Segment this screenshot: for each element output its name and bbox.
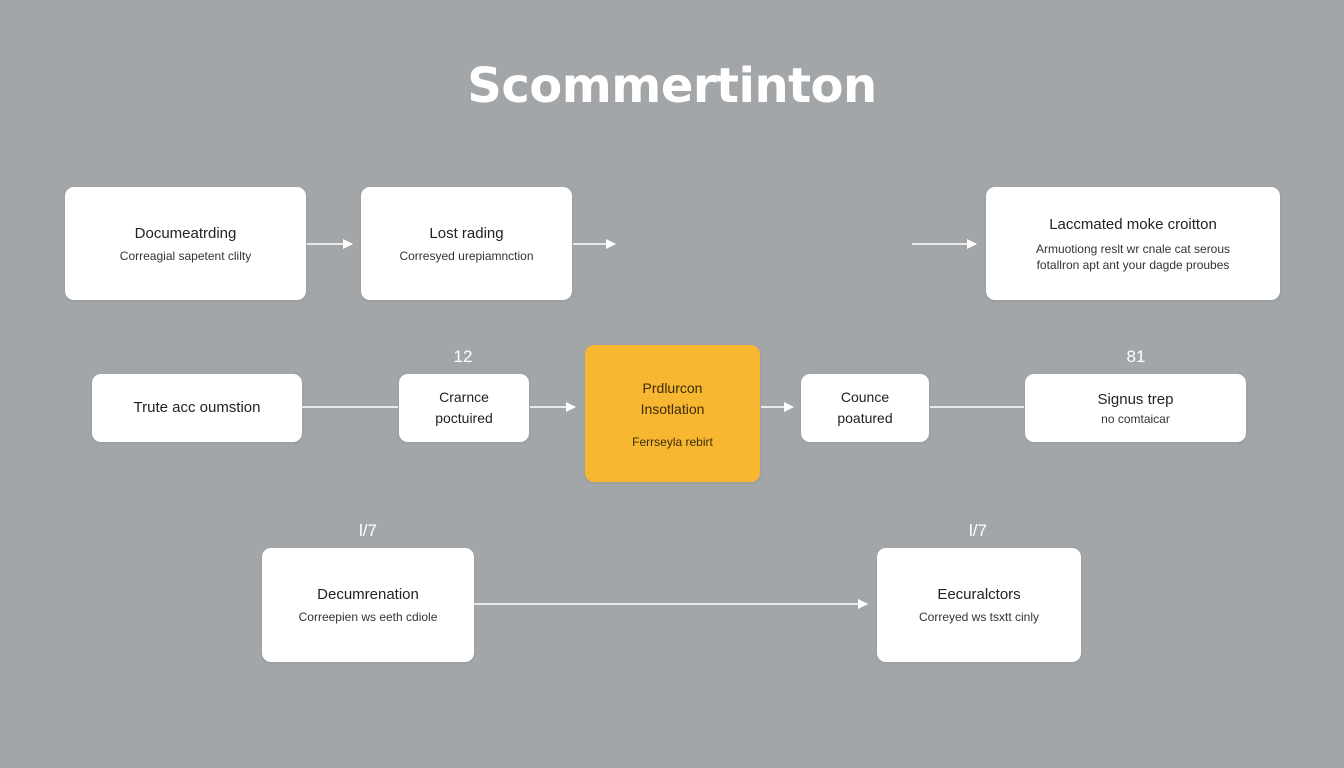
node-title: Lost rading bbox=[429, 224, 504, 242]
node-prdlurcon-insotlation-highlighted[interactable]: Prdlurcon Insotlation Ferrseyla rebirt bbox=[585, 345, 760, 482]
node-subtitle-line-1: Armuotiong reslt wr cnale cat serous bbox=[1035, 241, 1231, 256]
step-number-label: l/7 bbox=[969, 521, 987, 540]
node-title-line-1: Crarnce bbox=[439, 389, 489, 405]
node-title-line-1: Prdlurcon bbox=[642, 379, 703, 396]
node-subtitle-line-2: fotallron apt ant your dagde proubes bbox=[1036, 257, 1230, 272]
page-title: Scommertinton bbox=[467, 58, 877, 114]
node-title-line-2: poctuired bbox=[435, 410, 493, 426]
node-title-line-2: poatured bbox=[837, 410, 893, 426]
node-title-line-2: Insotlation bbox=[640, 400, 705, 417]
node-subtitle: Ferrseyla rebirt bbox=[632, 434, 713, 449]
step-number-label: l/7 bbox=[359, 521, 377, 540]
node-title: Laccmated moke croitton bbox=[1049, 215, 1217, 233]
node-laccmated-moke-croitton[interactable]: Laccmated moke croitton Armuotiong reslt… bbox=[986, 187, 1280, 300]
node-title: Trute acc oumstion bbox=[133, 399, 261, 416]
node-subtitle: Correyed ws tsxtt cinly bbox=[918, 610, 1040, 624]
node-decumrenation[interactable]: Decumrenation Correepien ws eeth cdiole bbox=[262, 548, 474, 662]
node-title: Eecuralctors bbox=[937, 586, 1021, 603]
node-eecuralctors[interactable]: Eecuralctors Correyed ws tsxtt cinly bbox=[877, 548, 1081, 662]
node-subtitle: Correagial sapetent clilty bbox=[119, 248, 252, 263]
node-documeatrding[interactable]: Documeatrding Correagial sapetent clilty bbox=[65, 187, 306, 300]
node-title-line-1: Counce bbox=[840, 389, 890, 405]
node-trute-acc-oumstion[interactable]: Trute acc oumstion bbox=[92, 374, 302, 442]
node-crarnce-poctuired[interactable]: Crarnce poctuired bbox=[399, 374, 529, 442]
node-subtitle: Corresyed urepiamnction bbox=[399, 248, 534, 263]
node-lost-rading[interactable]: Lost rading Corresyed urepiamnction bbox=[361, 187, 572, 300]
step-number-label: 81 bbox=[1126, 347, 1146, 366]
node-counce-poatured[interactable]: Counce poatured bbox=[801, 374, 929, 442]
node-subtitle: no comtaicar bbox=[1101, 411, 1170, 426]
node-title: Decumrenation bbox=[317, 586, 419, 603]
node-subtitle: Correepien ws eeth cdiole bbox=[298, 610, 438, 624]
node-title: Signus trep bbox=[1097, 390, 1174, 408]
node-signus-trep[interactable]: Signus trep no comtaicar bbox=[1025, 374, 1246, 442]
node-title: Documeatrding bbox=[134, 224, 237, 242]
step-number-label: 12 bbox=[453, 347, 473, 366]
